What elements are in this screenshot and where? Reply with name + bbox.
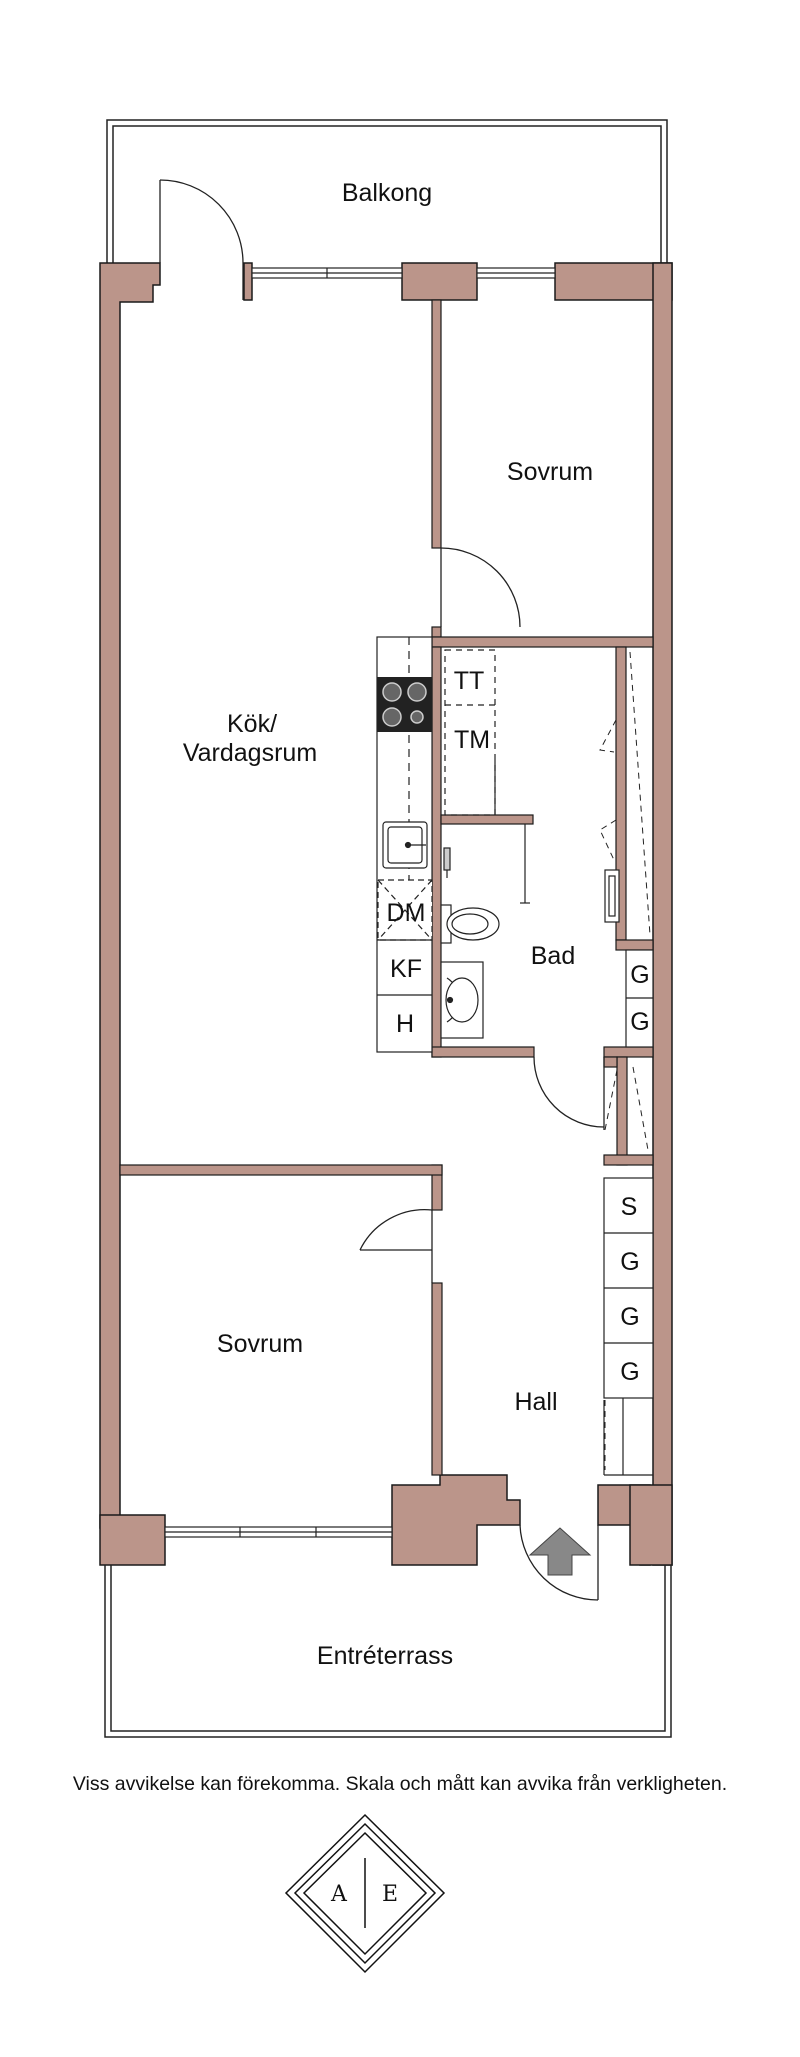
room-label-kok-line2: Vardagsrum	[183, 739, 317, 767]
terrace-railing	[104, 1565, 672, 1738]
room-label-sovrum-top: Sovrum	[507, 458, 593, 486]
room-label-bad: Bad	[531, 942, 575, 970]
brand-logo	[284, 1813, 446, 1974]
balcony-railing	[106, 119, 668, 265]
fixture-label-g: G	[630, 1008, 649, 1036]
fixture-label-dm: DM	[387, 899, 426, 927]
walls	[99, 262, 673, 1566]
room-label-entreterrass: Entréterrass	[317, 1642, 453, 1670]
logo-letter-e: E	[382, 1882, 398, 1907]
room-label-sovrum-bottom: Sovrum	[217, 1330, 303, 1358]
fixture-label-g: G	[630, 961, 649, 989]
shower-icon	[443, 824, 530, 904]
bathroom-sink-icon	[440, 961, 484, 1039]
stove-icon	[377, 677, 432, 732]
fixture-label-tt: TT	[454, 667, 485, 695]
entrance-arrow-icon	[528, 1527, 592, 1576]
closet-door-swings	[599, 651, 651, 1470]
room-label-hall: Hall	[514, 1388, 557, 1416]
interior-walls	[119, 299, 654, 1476]
doors	[159, 179, 605, 1601]
fixture-label-kf: KF	[390, 955, 422, 983]
fixture-label-g: G	[620, 1248, 639, 1276]
room-label-balkong: Balkong	[342, 179, 432, 207]
kitchen-sink-icon	[382, 821, 428, 869]
fixture-label-tm: TM	[454, 726, 490, 754]
bath-cabinets	[625, 949, 654, 1048]
fixture-label-g: G	[620, 1303, 639, 1331]
fixture-label-h: H	[396, 1010, 414, 1038]
hall-wardrobes	[603, 1177, 654, 1476]
fixture-label-g: G	[620, 1358, 639, 1386]
windows	[164, 267, 556, 1538]
fixture-label-s: S	[621, 1193, 638, 1221]
laundry-area	[444, 649, 496, 816]
disclaimer-text: Viss avvikelse kan förekomma. Skala och …	[73, 1773, 727, 1795]
logo-letter-a: A	[330, 1882, 348, 1907]
room-label-kok-line1: Kök/	[227, 710, 277, 738]
toilet-icon	[440, 904, 500, 944]
bathroom-cabinet	[604, 869, 620, 923]
